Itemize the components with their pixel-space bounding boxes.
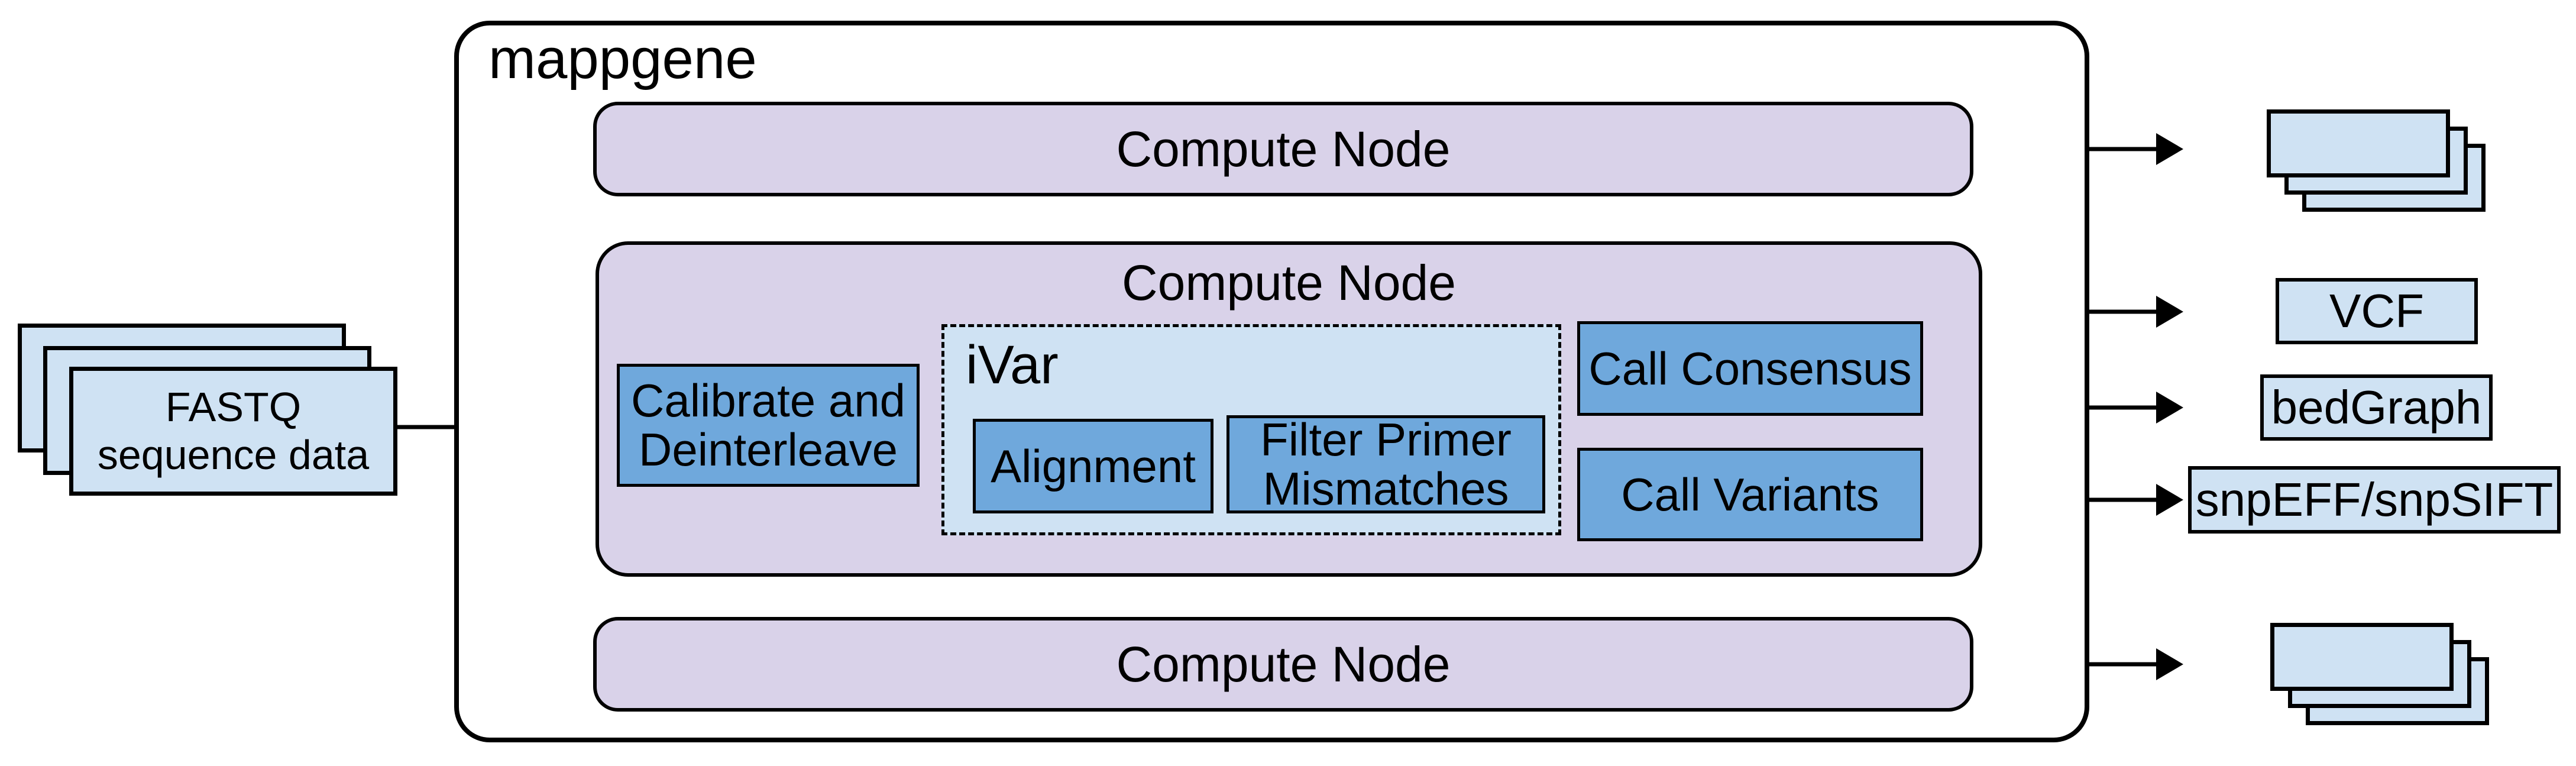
call-variants-box: Call Variants: [1577, 448, 1923, 541]
arrowhead-into-snpeff: [2156, 484, 2183, 516]
vcf-box: VCF: [2276, 278, 2478, 344]
bedgraph-box: bedGraph: [2260, 374, 2493, 441]
filter-primer-mismatches-box: Filter Primer Mismatches: [1226, 415, 1545, 513]
calibrate-deinterleave-box: Calibrate and Deinterleave: [617, 364, 920, 487]
fastq-label-line1: FASTQ: [165, 383, 302, 430]
alignment-box: Alignment: [973, 419, 1213, 513]
compute-node-middle: Compute Node Calibrate and Deinterleave …: [596, 241, 1982, 577]
fastq-card-front: FASTQ sequence data: [69, 367, 397, 496]
arrowhead-into-bedgraph: [2156, 392, 2183, 424]
ivar-group: iVar Alignment Filter Primer Mismatches: [941, 324, 1561, 535]
call-consensus-label: Call Consensus: [1588, 342, 1912, 395]
compute-node-middle-label: Compute Node: [1122, 255, 1456, 311]
compute-node-top-label: Compute Node: [1116, 121, 1451, 177]
ivar-title: iVar: [966, 335, 1059, 395]
file-card: [2270, 623, 2454, 691]
file-card: [2267, 109, 2450, 177]
alignment-label: Alignment: [991, 439, 1196, 492]
mappgene-title: mappgene: [488, 27, 757, 91]
filter-label-line1: Filter Primer: [1260, 413, 1512, 466]
arrowhead-into-vcf: [2156, 296, 2183, 328]
arrowhead-into-top-stack: [2156, 133, 2183, 165]
arrowhead-into-bottom-stack: [2156, 648, 2183, 680]
filter-label-line2: Mismatches: [1263, 463, 1509, 515]
compute-node-top: Compute Node: [593, 102, 1973, 196]
calibrate-label-line1: Calibrate and: [631, 374, 905, 427]
call-consensus-box: Call Consensus: [1577, 321, 1923, 416]
call-variants-label: Call Variants: [1621, 468, 1879, 521]
calibrate-label-line2: Deinterleave: [639, 424, 898, 476]
compute-node-bottom: Compute Node: [593, 617, 1973, 712]
snpeff-label: snpEFF/snpSIFT: [2195, 473, 2554, 526]
fastq-label-line2: sequence data: [97, 432, 370, 478]
fastq-stack-icon: FASTQ sequence data: [18, 324, 397, 496]
vcf-label: VCF: [2329, 285, 2424, 337]
output-file-stack-bottom-icon: [2270, 623, 2489, 725]
compute-node-bottom-label: Compute Node: [1116, 636, 1451, 692]
bedgraph-label: bedGraph: [2271, 381, 2482, 434]
snpeff-snpsift-box: snpEFF/snpSIFT: [2188, 466, 2561, 534]
output-file-stack-top-icon: [2267, 109, 2486, 212]
